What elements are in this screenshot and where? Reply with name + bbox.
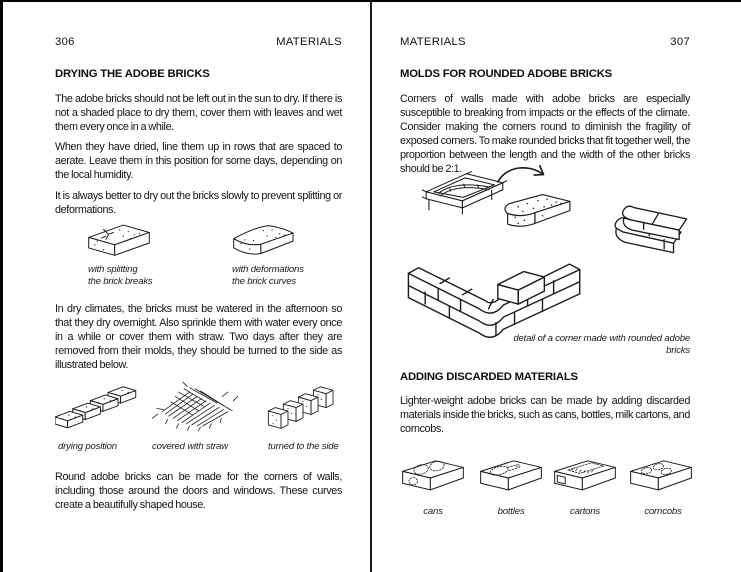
page-306: 306 MATERIALS DRYING THE ADOBE BRICKS Th… [55, 0, 342, 572]
covered-straw-illustration [151, 381, 239, 432]
turned-side-illustration [267, 386, 334, 429]
figure-caption-bottles: bottles [497, 506, 525, 517]
figure-caption-splitting: with splitting the brick breaks [88, 264, 153, 287]
rounded-brick-illustration [504, 193, 571, 227]
curved-arrow-icon [497, 164, 545, 183]
paragraph: Round adobe bricks can be made for the c… [55, 471, 342, 511]
section-heading-molds: MOLDS FOR ROUNDED ADOBE BRICKS [400, 68, 612, 80]
scan-edge-left [0, 0, 3, 572]
figure-caption-turned: turned to the side [268, 441, 339, 452]
cartons-brick-illustration [554, 460, 616, 491]
figure-caption-drying: drying position [58, 441, 117, 452]
brick-splitting-illustration [88, 224, 150, 256]
running-head-row: MATERIALS 307 [400, 36, 690, 48]
figure-caption-straw: covered with straw [152, 441, 228, 452]
running-head-row: 306 MATERIALS [55, 36, 342, 48]
paragraph: In dry climates, the bricks must be wate… [55, 303, 342, 371]
paragraph: Corners of walls made with adobe bricks … [400, 93, 690, 175]
figure-caption-cartons: cartons [569, 506, 601, 517]
paragraph: The adobe bricks should not be left out … [55, 93, 342, 133]
section-heading-discarded: ADDING DISCARDED MATERIALS [400, 371, 578, 383]
page-number: 307 [670, 36, 690, 48]
brick-deformation-illustration [233, 225, 294, 255]
paragraph: Lighter-weight adobe bricks can be made … [400, 395, 690, 435]
page-307: MATERIALS 307 MOLDS FOR ROUNDED ADOBE BR… [400, 0, 692, 572]
drying-position-illustration [55, 386, 137, 429]
brick-mold-illustration [422, 171, 507, 215]
section-heading-drying: DRYING THE ADOBE BRICKS [55, 68, 210, 80]
corncobs-brick-illustration [630, 460, 692, 491]
running-head: MATERIALS [276, 36, 342, 48]
figure-caption-corner: detail of a corner made with rounded ado… [513, 333, 690, 356]
figure-caption-deformation: with deformations the brick curves [232, 264, 304, 287]
paragraph: It is always better to dry out the brick… [55, 190, 342, 216]
figure-caption-cans: cans [423, 506, 443, 517]
corner-detail-illustration [614, 205, 688, 254]
cans-brick-illustration [402, 460, 464, 491]
page-number: 306 [55, 36, 75, 48]
figure-caption-corncobs: corncobs [644, 506, 682, 517]
bottles-brick-illustration [480, 460, 542, 491]
running-head: MATERIALS [400, 36, 466, 48]
paragraph: When they have dried, line them up in ro… [55, 141, 342, 181]
page-gutter-divider [370, 0, 372, 572]
corner-wall-illustration [407, 263, 581, 338]
